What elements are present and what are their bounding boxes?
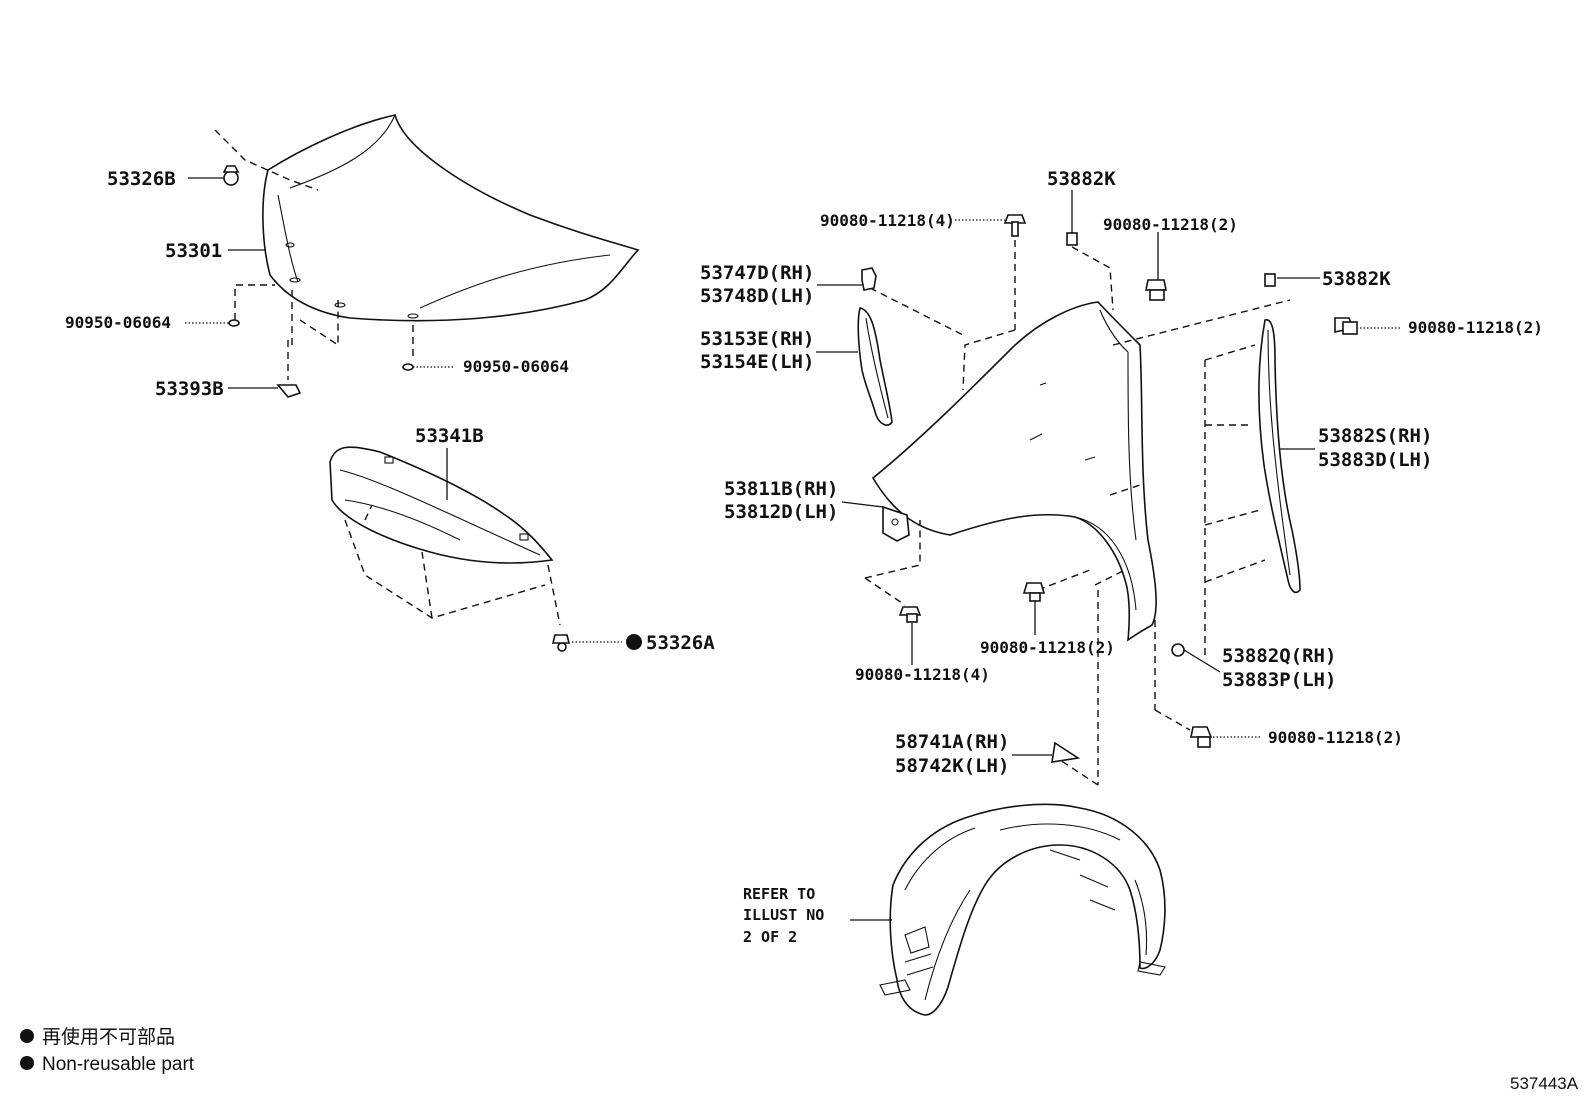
label-53882K-a[interactable]: 53882K <box>1047 168 1116 190</box>
pad-53882K-b[interactable] <box>1264 273 1276 287</box>
label-90080-2a[interactable]: 90080-11218(2) <box>1103 215 1238 234</box>
refer-note-line3: 2 OF 2 <box>743 928 797 946</box>
label-53882S[interactable]: 53882S(RH) <box>1318 425 1432 447</box>
legend-dot-2 <box>20 1056 34 1070</box>
label-53326A[interactable]: 53326A <box>646 632 715 654</box>
plug-90950-right[interactable] <box>402 363 414 371</box>
cover-53747D[interactable] <box>861 267 877 291</box>
legend-dot-1 <box>20 1029 34 1043</box>
label-90950-right[interactable]: 90950-06064 <box>463 357 569 376</box>
bolt-90080-2a[interactable] <box>1145 279 1167 301</box>
label-53154E[interactable]: 53154E(LH) <box>700 351 814 373</box>
bolt-90080-top[interactable] <box>1003 214 1027 237</box>
label-90080-2d[interactable]: 90080-11218(2) <box>1268 728 1403 747</box>
plug-90950-left[interactable] <box>228 319 240 327</box>
bolt-90080-2b[interactable] <box>1334 317 1358 335</box>
label-90080-top[interactable]: 90080-11218(4) <box>820 211 955 230</box>
legend-line-2: Non-reusable part <box>42 1054 195 1075</box>
hood-insulator-53341B[interactable] <box>329 446 554 564</box>
bolt-90080-4b[interactable] <box>898 606 922 623</box>
label-53747D[interactable]: 53747D(RH) <box>700 262 814 284</box>
bolt-90080-2c[interactable] <box>1022 582 1046 602</box>
label-53341B[interactable]: 53341B <box>415 425 484 447</box>
label-90080-2c[interactable]: 90080-11218(2) <box>980 638 1115 657</box>
label-58741A[interactable]: 58741A(RH) <box>895 731 1009 753</box>
pad-53882K-a[interactable] <box>1066 232 1078 246</box>
label-53326B[interactable]: 53326B <box>107 168 176 190</box>
label-58742K[interactable]: 58742K(LH) <box>895 755 1009 777</box>
label-90080-2b[interactable]: 90080-11218(2) <box>1408 318 1543 337</box>
label-53811B[interactable]: 53811B(RH) <box>724 478 838 500</box>
fender-liner[interactable] <box>879 803 1166 1016</box>
legend-line-1: 再使用不可部品 <box>42 1026 175 1048</box>
non-reusable-dot-53326A <box>626 634 642 650</box>
clip-53882Q[interactable] <box>1171 643 1185 657</box>
label-53883P[interactable]: 53883P(LH) <box>1222 669 1336 691</box>
label-53153E[interactable]: 53153E(RH) <box>700 328 814 350</box>
label-90950-left[interactable]: 90950-06064 <box>65 313 171 332</box>
label-53812D[interactable]: 53812D(LH) <box>724 501 838 523</box>
illustration-id: 537443A <box>1510 1074 1579 1093</box>
bracket-53811B[interactable] <box>882 505 910 542</box>
label-53883D[interactable]: 53883D(LH) <box>1318 449 1432 471</box>
clip-53326A[interactable] <box>551 634 571 652</box>
bracket-53393B[interactable] <box>276 384 302 398</box>
label-53748D[interactable]: 53748D(LH) <box>700 285 814 307</box>
seal-53882S[interactable] <box>1258 319 1301 594</box>
refer-note-line2: ILLUST NO <box>743 906 824 924</box>
label-53301[interactable]: 53301 <box>165 240 222 262</box>
label-53882Q[interactable]: 53882Q(RH) <box>1222 645 1336 667</box>
front-fender-panel[interactable] <box>871 301 1157 642</box>
clip-53326B[interactable] <box>222 165 240 186</box>
arrow-58741A[interactable] <box>1051 741 1081 763</box>
label-53393B[interactable]: 53393B <box>155 378 224 400</box>
label-53882K-b[interactable]: 53882K <box>1322 268 1391 290</box>
refer-note-line1: REFER TO <box>743 885 815 903</box>
hood-part[interactable] <box>262 114 640 322</box>
seal-53153E[interactable] <box>857 307 893 426</box>
label-90080-4b[interactable]: 90080-11218(4) <box>855 665 990 684</box>
bolt-90080-2d[interactable] <box>1190 726 1213 748</box>
